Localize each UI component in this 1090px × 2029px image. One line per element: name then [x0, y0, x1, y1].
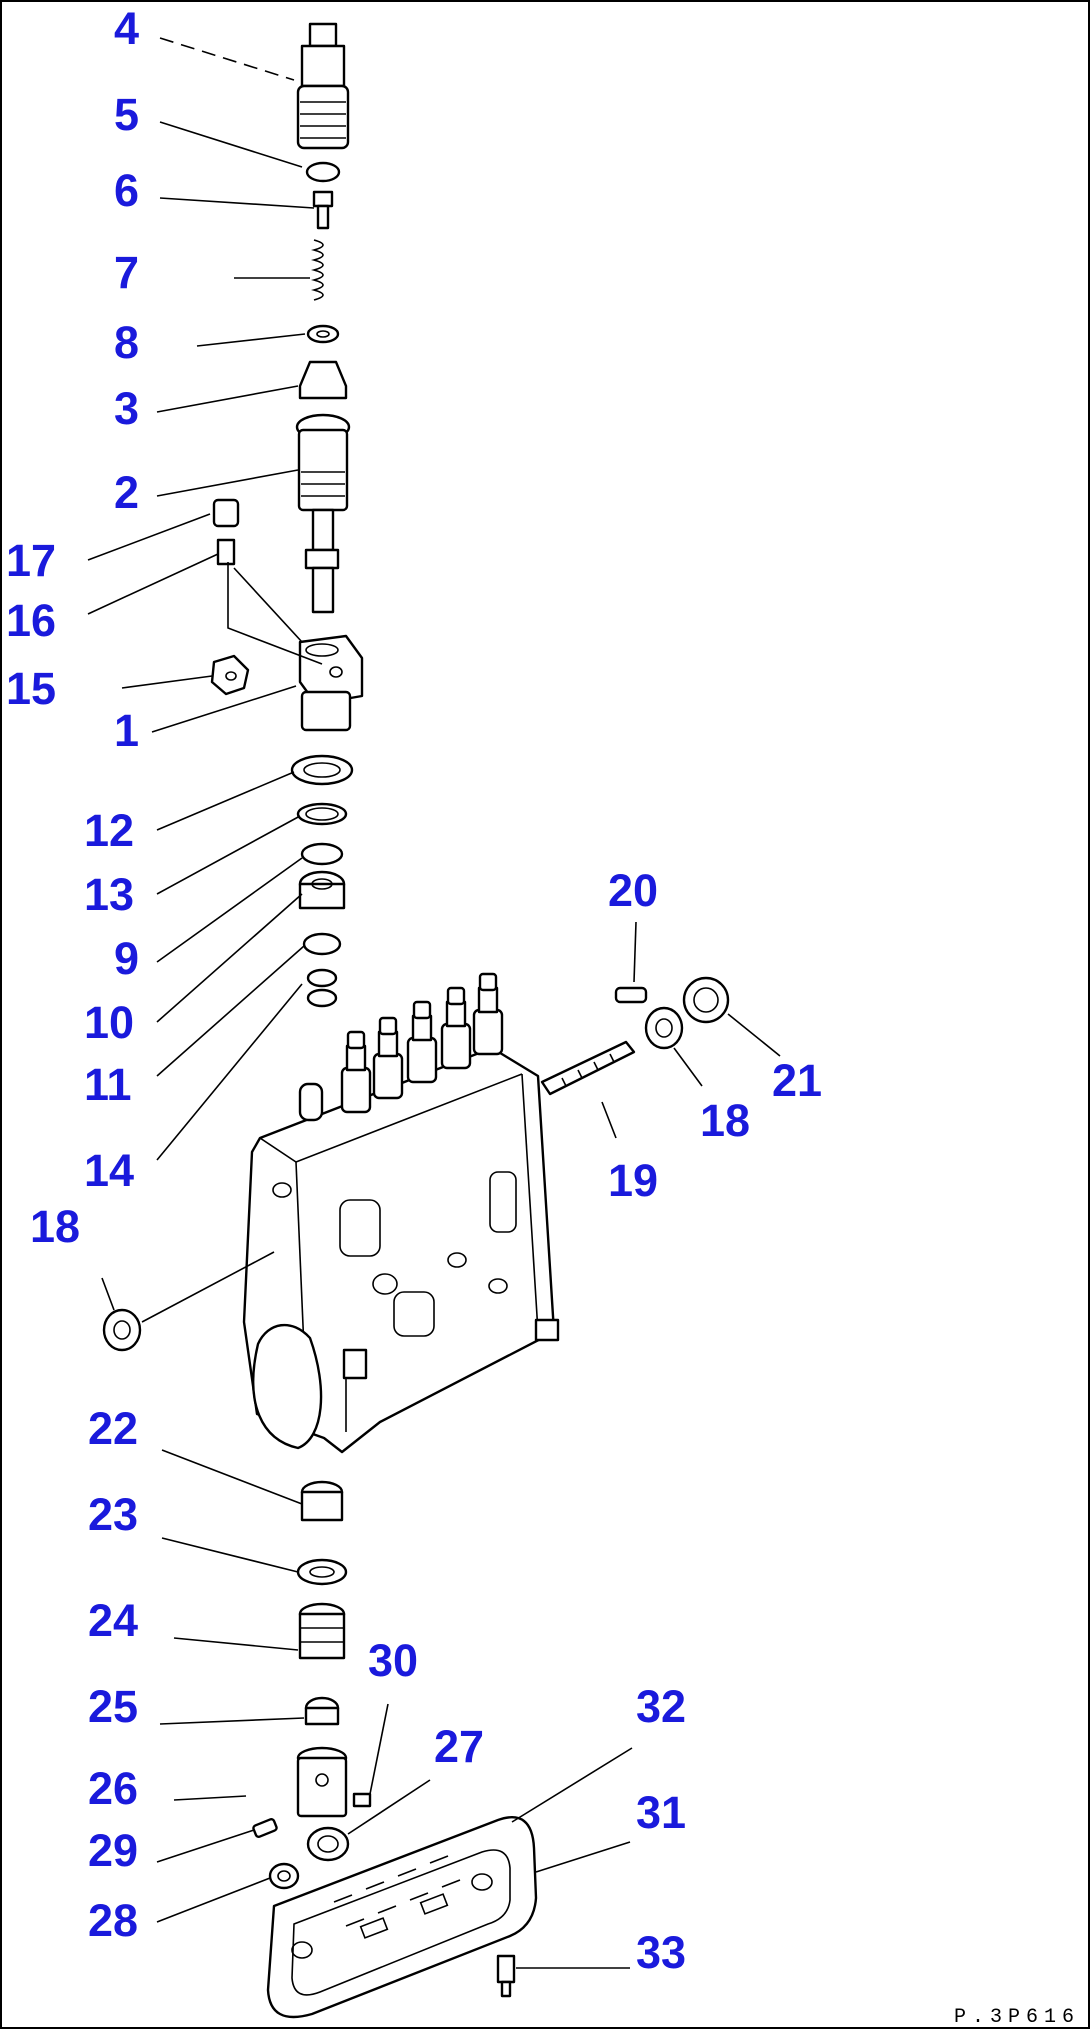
plunger-spring-24-part	[298, 1602, 346, 1660]
pin-20-part	[614, 986, 648, 1004]
callout-16: 16	[6, 595, 56, 646]
valve-seat-3-part	[298, 360, 348, 400]
o-ring-13-part	[296, 802, 348, 826]
plug-18-right-part	[644, 1006, 684, 1050]
ring-12-part	[290, 754, 354, 786]
callout-31: 31	[636, 1787, 686, 1838]
leader-lines	[87, 37, 781, 1969]
o-ring-5-part	[305, 161, 341, 183]
gasket-32-part	[333, 1855, 461, 1939]
callout-14: 14	[84, 1145, 134, 1196]
flange-sleeve-1-part	[298, 634, 364, 732]
key-30-part	[352, 1792, 372, 1808]
callout-19: 19	[608, 1155, 658, 1206]
bottom-cover-31-part	[266, 1816, 538, 2019]
callout-12: 12	[84, 805, 134, 856]
bolt-33-part	[496, 1954, 516, 1998]
seat-10-part	[302, 932, 342, 956]
callout-28: 28	[88, 1895, 138, 1946]
callout-5: 5	[114, 89, 139, 140]
spring-7-part	[311, 239, 324, 301]
washer-16-part	[216, 538, 236, 566]
callout-30: 30	[368, 1635, 418, 1686]
callout-3: 3	[114, 383, 139, 434]
roller-27-part	[306, 1826, 350, 1862]
bushing-28-part	[268, 1862, 300, 1890]
callout-9: 9	[114, 933, 139, 984]
callout-6: 6	[114, 165, 139, 216]
callout-25: 25	[88, 1681, 138, 1732]
callout-33: 33	[636, 1927, 686, 1978]
plunger-barrel-2-part	[295, 413, 351, 614]
clamp-15-part	[210, 654, 250, 696]
gasket-8-part	[306, 324, 340, 344]
callout-17: 17	[6, 535, 56, 586]
callout-27: 27	[434, 1721, 484, 1772]
callout-11: 11	[84, 1059, 132, 1110]
callout-7: 7	[114, 247, 139, 298]
callout-18-left: 18	[30, 1201, 80, 1252]
callout-22: 22	[88, 1403, 138, 1454]
delivery-valve-6-part	[312, 190, 334, 230]
callout-13: 13	[84, 869, 134, 920]
pump-housing-part	[242, 1046, 560, 1454]
callout-1: 1	[114, 705, 139, 756]
bolt-17-part	[212, 498, 240, 528]
reference-code: P.3P616	[954, 2006, 1080, 2029]
callout-4: 4	[114, 3, 139, 54]
callout-32: 32	[636, 1681, 686, 1732]
callout-20: 20	[608, 865, 658, 916]
pin-29-part	[252, 1818, 278, 1838]
callout-15: 15	[6, 663, 56, 714]
callout-29: 29	[88, 1825, 138, 1876]
callout-18-right: 18	[700, 1095, 750, 1146]
callout-2: 2	[114, 467, 139, 518]
callout-8: 8	[114, 317, 139, 368]
control-rack-19-part	[540, 1040, 636, 1096]
callout-24: 24	[88, 1595, 138, 1646]
plug-18-left-part	[102, 1308, 142, 1352]
callout-26: 26	[88, 1763, 138, 1814]
ring-11-part	[306, 968, 338, 1008]
tappet-26-part	[296, 1746, 348, 1818]
collar-9-part	[298, 870, 346, 910]
callout-10: 10	[84, 997, 134, 1048]
callout-21: 21	[772, 1055, 822, 1106]
spring-seat-22-part	[300, 1480, 344, 1522]
ring-9a-part	[300, 842, 344, 866]
callout-labels: 4 5 6 7 8 3 2 17 16 15 1 12 13 9 10 11 1…	[6, 3, 822, 1978]
cap-nut-21-part	[682, 976, 730, 1024]
pump-element-row	[340, 972, 504, 1114]
delivery-valve-holder-part	[296, 22, 350, 150]
callout-23: 23	[88, 1489, 138, 1540]
lower-seat-25-part	[304, 1696, 340, 1726]
spring-seat-23-part	[296, 1558, 348, 1586]
